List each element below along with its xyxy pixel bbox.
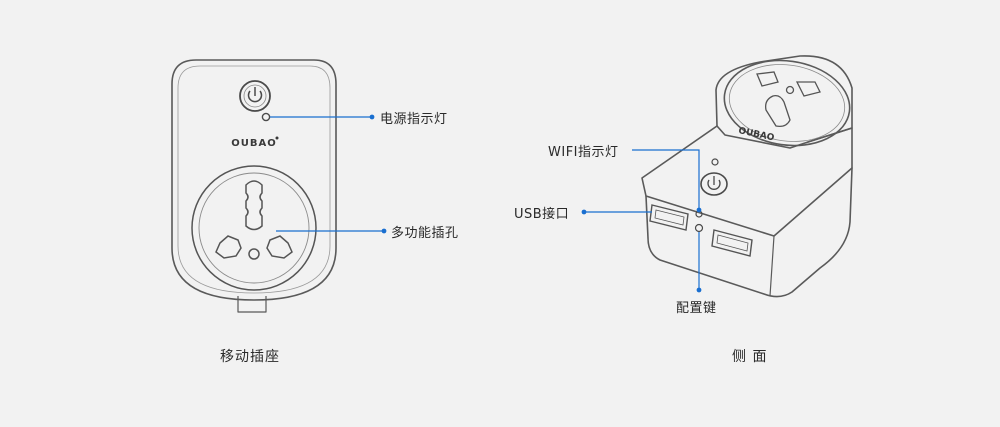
front-multi-socket <box>191 165 317 291</box>
cable-stub <box>237 296 267 313</box>
label-multi-socket: 多功能插孔 <box>391 226 459 241</box>
front-body-outline <box>171 59 337 301</box>
callout-dot-config <box>696 287 702 293</box>
side-power-button-icon <box>700 172 728 196</box>
front-body-inner-edge <box>177 65 331 294</box>
front-callout-lines <box>270 116 384 232</box>
usb-ports <box>649 204 753 257</box>
caption-side: 侧 面 <box>732 349 768 365</box>
callout-dot-power <box>369 114 375 120</box>
front-brand-logo: OUBAO <box>231 138 276 149</box>
power-indicator-light <box>261 112 271 122</box>
side-view-device <box>641 55 853 298</box>
label-usb-port: USB接口 <box>514 207 570 222</box>
side-indicator-light <box>711 158 719 166</box>
label-power-indicator: 电源指示灯 <box>380 112 448 127</box>
callout-dot-socket <box>381 228 387 234</box>
callout-dot-wifi <box>696 207 702 213</box>
side-front-face <box>641 125 853 237</box>
side-right-face <box>645 167 853 298</box>
callout-dot-usb <box>581 209 587 215</box>
logo-dot <box>275 136 279 140</box>
front-view-device <box>171 59 337 313</box>
side-top-socket-slots <box>756 71 821 128</box>
power-button-icon <box>239 80 271 112</box>
usb-port-right <box>711 229 753 257</box>
label-config-key: 配置键 <box>676 301 717 316</box>
usb-port-left <box>649 204 689 231</box>
config-key <box>694 223 704 233</box>
side-callout-lines <box>584 149 700 290</box>
caption-front: 移动插座 <box>220 349 280 365</box>
side-top-socket <box>723 59 851 147</box>
label-wifi-indicator: WIFI指示灯 <box>548 145 619 160</box>
